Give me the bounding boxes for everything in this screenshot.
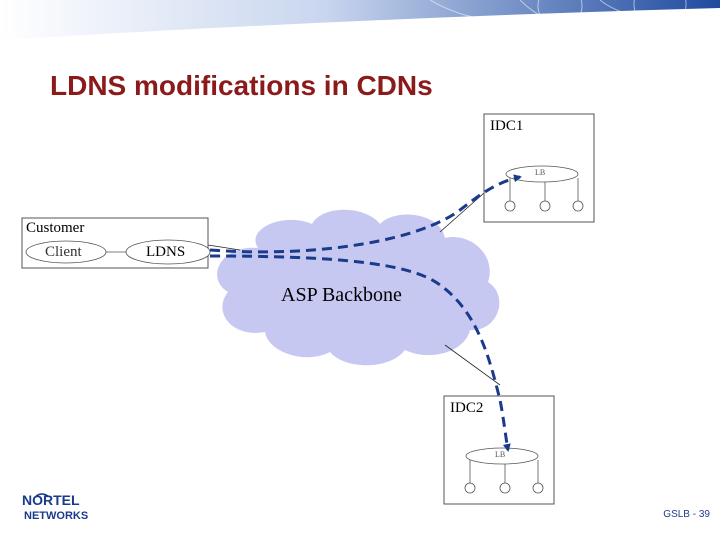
nortel-networks-logo: NORTEL NETWORKS bbox=[20, 492, 130, 527]
idc2-lb-label: LB bbox=[495, 450, 505, 459]
client-label: Client bbox=[45, 244, 82, 261]
idc1-lb-label: LB bbox=[535, 168, 545, 177]
asp-backbone-label: ASP Backbone bbox=[281, 284, 402, 307]
customer-label: Customer bbox=[26, 220, 84, 237]
idc1-label: IDC1 bbox=[490, 118, 523, 135]
nortel-logo-graphic: NORTEL NETWORKS bbox=[20, 492, 130, 522]
slide-footer: GSLB - 39 bbox=[663, 509, 710, 520]
svg-text:NETWORKS: NETWORKS bbox=[24, 510, 88, 522]
svg-text:NORTEL: NORTEL bbox=[22, 492, 80, 508]
idc2-label: IDC2 bbox=[450, 400, 483, 417]
ldns-label: LDNS bbox=[146, 244, 185, 261]
